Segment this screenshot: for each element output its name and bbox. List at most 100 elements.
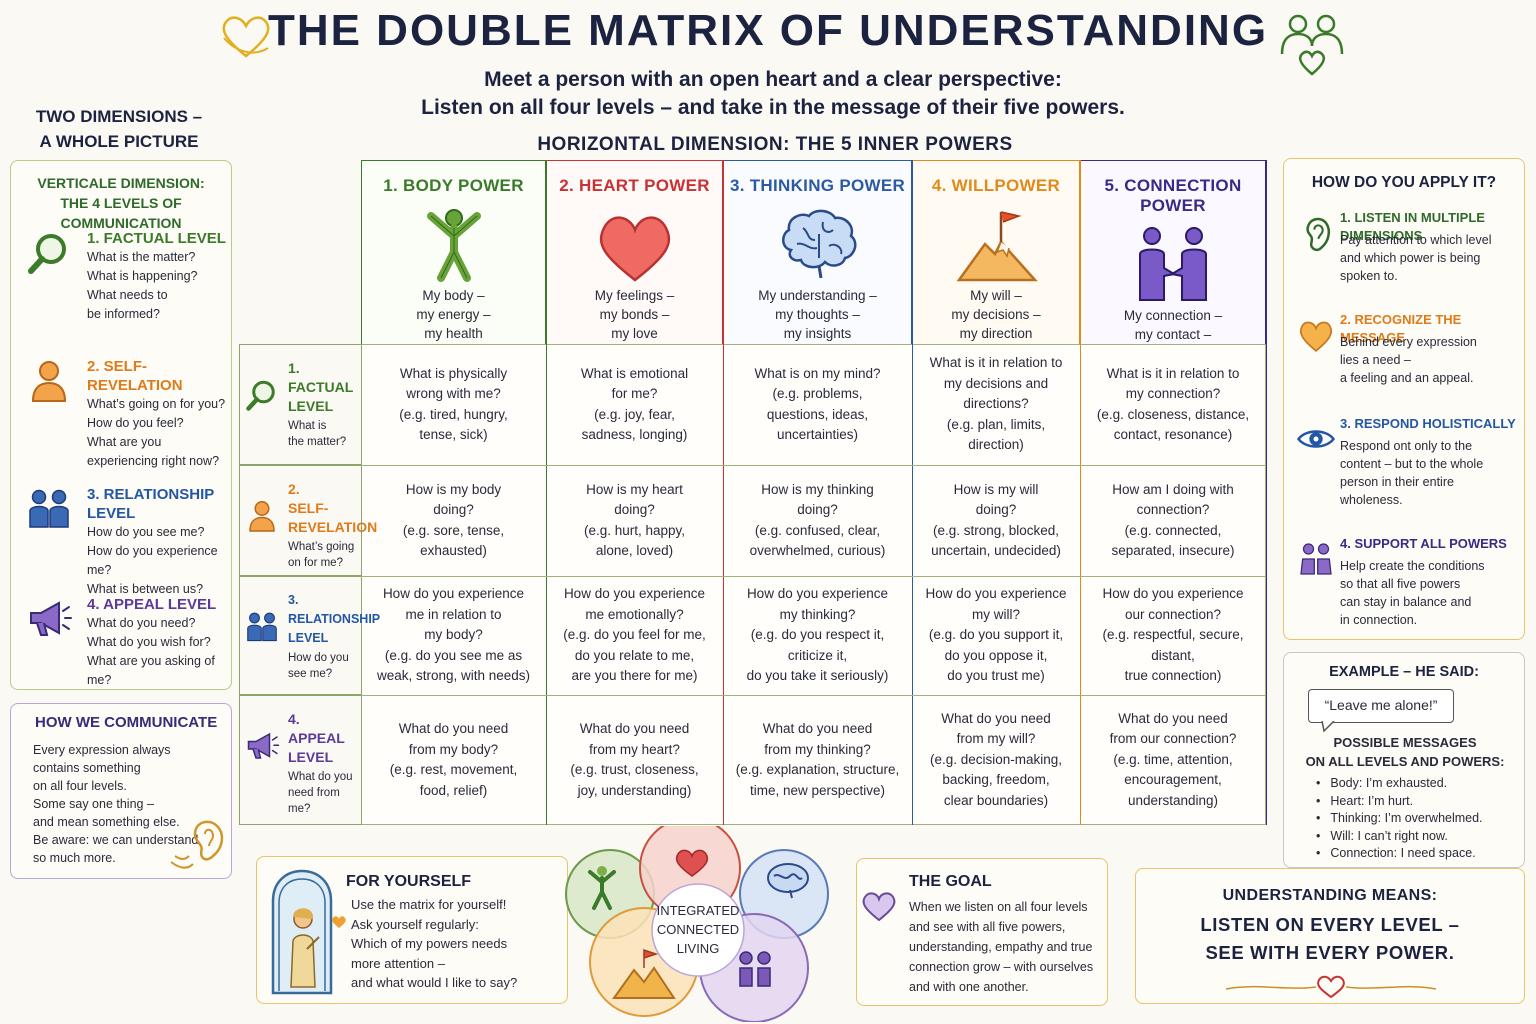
level-row-subtitle-line: What is: [288, 420, 327, 432]
matrix-cell-line: (e.g. strong, blocked,: [932, 522, 1060, 538]
matrix-cell-line: (e.g. explanation, structure,: [735, 762, 900, 777]
apply-item-line: in connection.: [1340, 613, 1418, 627]
level-row-title-line: REVELATION: [288, 519, 378, 535]
power-column-header-2: 2. HEART POWER My feelings –my bonds –my …: [546, 160, 723, 344]
vertical-level-title: 4. APPEAL LEVEL: [87, 596, 217, 613]
level-row-title-line: LEVEL: [288, 749, 334, 765]
matrix-cell-line: (e.g. joy, fear,: [594, 406, 675, 422]
messages-list: Body: I’m exhausted.Heart: I’m hurt.Thin…: [1316, 775, 1483, 863]
level-row-title-line: LEVEL: [288, 398, 334, 414]
power-description-line: my energy –: [416, 307, 491, 322]
subtitle-line-2: Listen on all four levels – and take in …: [421, 96, 1125, 119]
magnifier-icon: [25, 229, 73, 279]
matrix-cell-line: encouragement,: [1124, 772, 1222, 788]
matrix-cell-line: overwhelmed, curious): [749, 543, 886, 558]
matrix-cell-line: my body?: [424, 627, 483, 643]
power-description-line: My connection –: [1123, 308, 1223, 323]
matrix-column-divider: [1266, 160, 1267, 825]
level-row-subtitle-line: see me?: [288, 668, 333, 680]
goal-line: connection grow – with ourselves: [909, 960, 1094, 974]
matrix-cell-line: clear boundaries): [943, 792, 1049, 808]
matrix-cell-line: How is my heart: [586, 481, 683, 497]
matrix-cell-line: How is my thinking: [761, 481, 874, 497]
vertical-dimension-panel: VERTICALE DIMENSION: THE 4 LEVELS OF COM…: [10, 160, 232, 690]
person-icon: [244, 496, 280, 536]
matrix-cell-text: What is on my mind?(e.g. problems,questi…: [754, 364, 880, 446]
how-we-communicate-panel: HOW WE COMMUNICATE Every expression alwa…: [10, 703, 232, 879]
matrix-cell-line: (e.g. plan, limits,: [946, 416, 1046, 432]
small-heart-icon: [332, 916, 346, 928]
subtitle: Meet a person with an open heart and a c…: [0, 66, 1536, 122]
apply-item-title: 2. RECOGNIZE THE MESSAGE: [1340, 312, 1462, 345]
message-item: Thinking: I’m overwhelmed.: [1316, 810, 1482, 828]
matrix-cell-line: How do you experience: [1102, 586, 1244, 602]
power-description: My feelings –my bonds –my love: [547, 286, 722, 343]
matrix-cell-line: doing?: [975, 502, 1017, 517]
power-description-line: my direction: [959, 326, 1033, 341]
example-panel: EXAMPLE – HE SAID: “Leave me alone!” POS…: [1283, 652, 1525, 868]
matrix-cell-line: (e.g. rest, movement,: [389, 762, 518, 777]
handshake-icon: [1128, 224, 1218, 304]
vertical-level-title: 2. SELF-REVELATION: [87, 358, 183, 394]
matrix-cell-line: doing?: [797, 502, 838, 517]
apply-item-line: Pay attention to which level: [1340, 233, 1492, 247]
power-description-line: My will –: [970, 288, 1022, 303]
matrix-cell-line: from my heart?: [589, 741, 680, 757]
heart-icon: [590, 204, 680, 284]
matrix-column-divider: [546, 160, 547, 825]
apply-item-title: 1. LISTEN IN MULTIPLE DIMENSIONS: [1340, 210, 1485, 243]
how-we-communicate-line: and mean something else.: [33, 815, 180, 829]
matrix-cell: What is on my mind?(e.g. problems,questi…: [723, 344, 912, 465]
power-name: 2. HEART POWER: [559, 176, 710, 195]
vertical-level-question: What do you need?: [87, 616, 196, 630]
possible-line-1: POSSIBLE MESSAGES: [1333, 735, 1477, 750]
vertical-level-question: What is the matter?: [87, 250, 196, 264]
goal-title: THE GOAL: [909, 873, 992, 890]
matrix-cell-line: How is my will: [953, 481, 1039, 497]
goal-line: and with one another.: [909, 980, 1029, 994]
vertical-level-question: How do you see me?: [87, 525, 205, 539]
vertical-level-title: 3. RELATIONSHIP LEVEL: [87, 486, 214, 522]
mountain-flag-icon: [612, 948, 676, 999]
page-title: THE DOUBLE MATRIX OF UNDERSTANDING: [267, 6, 1269, 55]
level-row-number: 3.: [288, 593, 299, 607]
subtitle-line-1: Meet a person with an open heart and a c…: [484, 68, 1062, 91]
matrix-cell-line: (e.g. time, attention,: [1113, 751, 1233, 767]
matrix-row-divider: [239, 465, 1266, 466]
vertical-level-question: How do you experience me?: [87, 544, 218, 577]
matrix-cell-line: What is emotional: [580, 365, 689, 381]
message-item: Heart: I’m hurt.: [1316, 793, 1483, 811]
power-name: 5. CONNECTION POWER: [1104, 176, 1242, 215]
body-icon: [409, 204, 499, 284]
matrix-cell-line: my thinking?: [779, 606, 856, 622]
matrix-cell-line: What do you need: [762, 721, 873, 736]
matrix-column-divider: [1080, 160, 1081, 825]
integrated-label-2: CONNECTED: [657, 922, 739, 937]
power-name: 4. WILLPOWER: [931, 176, 1061, 195]
matrix-cell-line: doing?: [433, 502, 474, 517]
level-row-number: 1.: [288, 360, 300, 376]
level-row-title: 2.SELF-REVELATION: [288, 480, 377, 537]
matrix-cell-line: backing, freedom,: [942, 772, 1050, 788]
matrix-body: [361, 344, 1266, 825]
megaphone-icon: [25, 595, 73, 645]
matrix-cell-line: do you take it seriously): [746, 668, 889, 684]
level-row-subtitle-line: How do you: [288, 652, 349, 664]
